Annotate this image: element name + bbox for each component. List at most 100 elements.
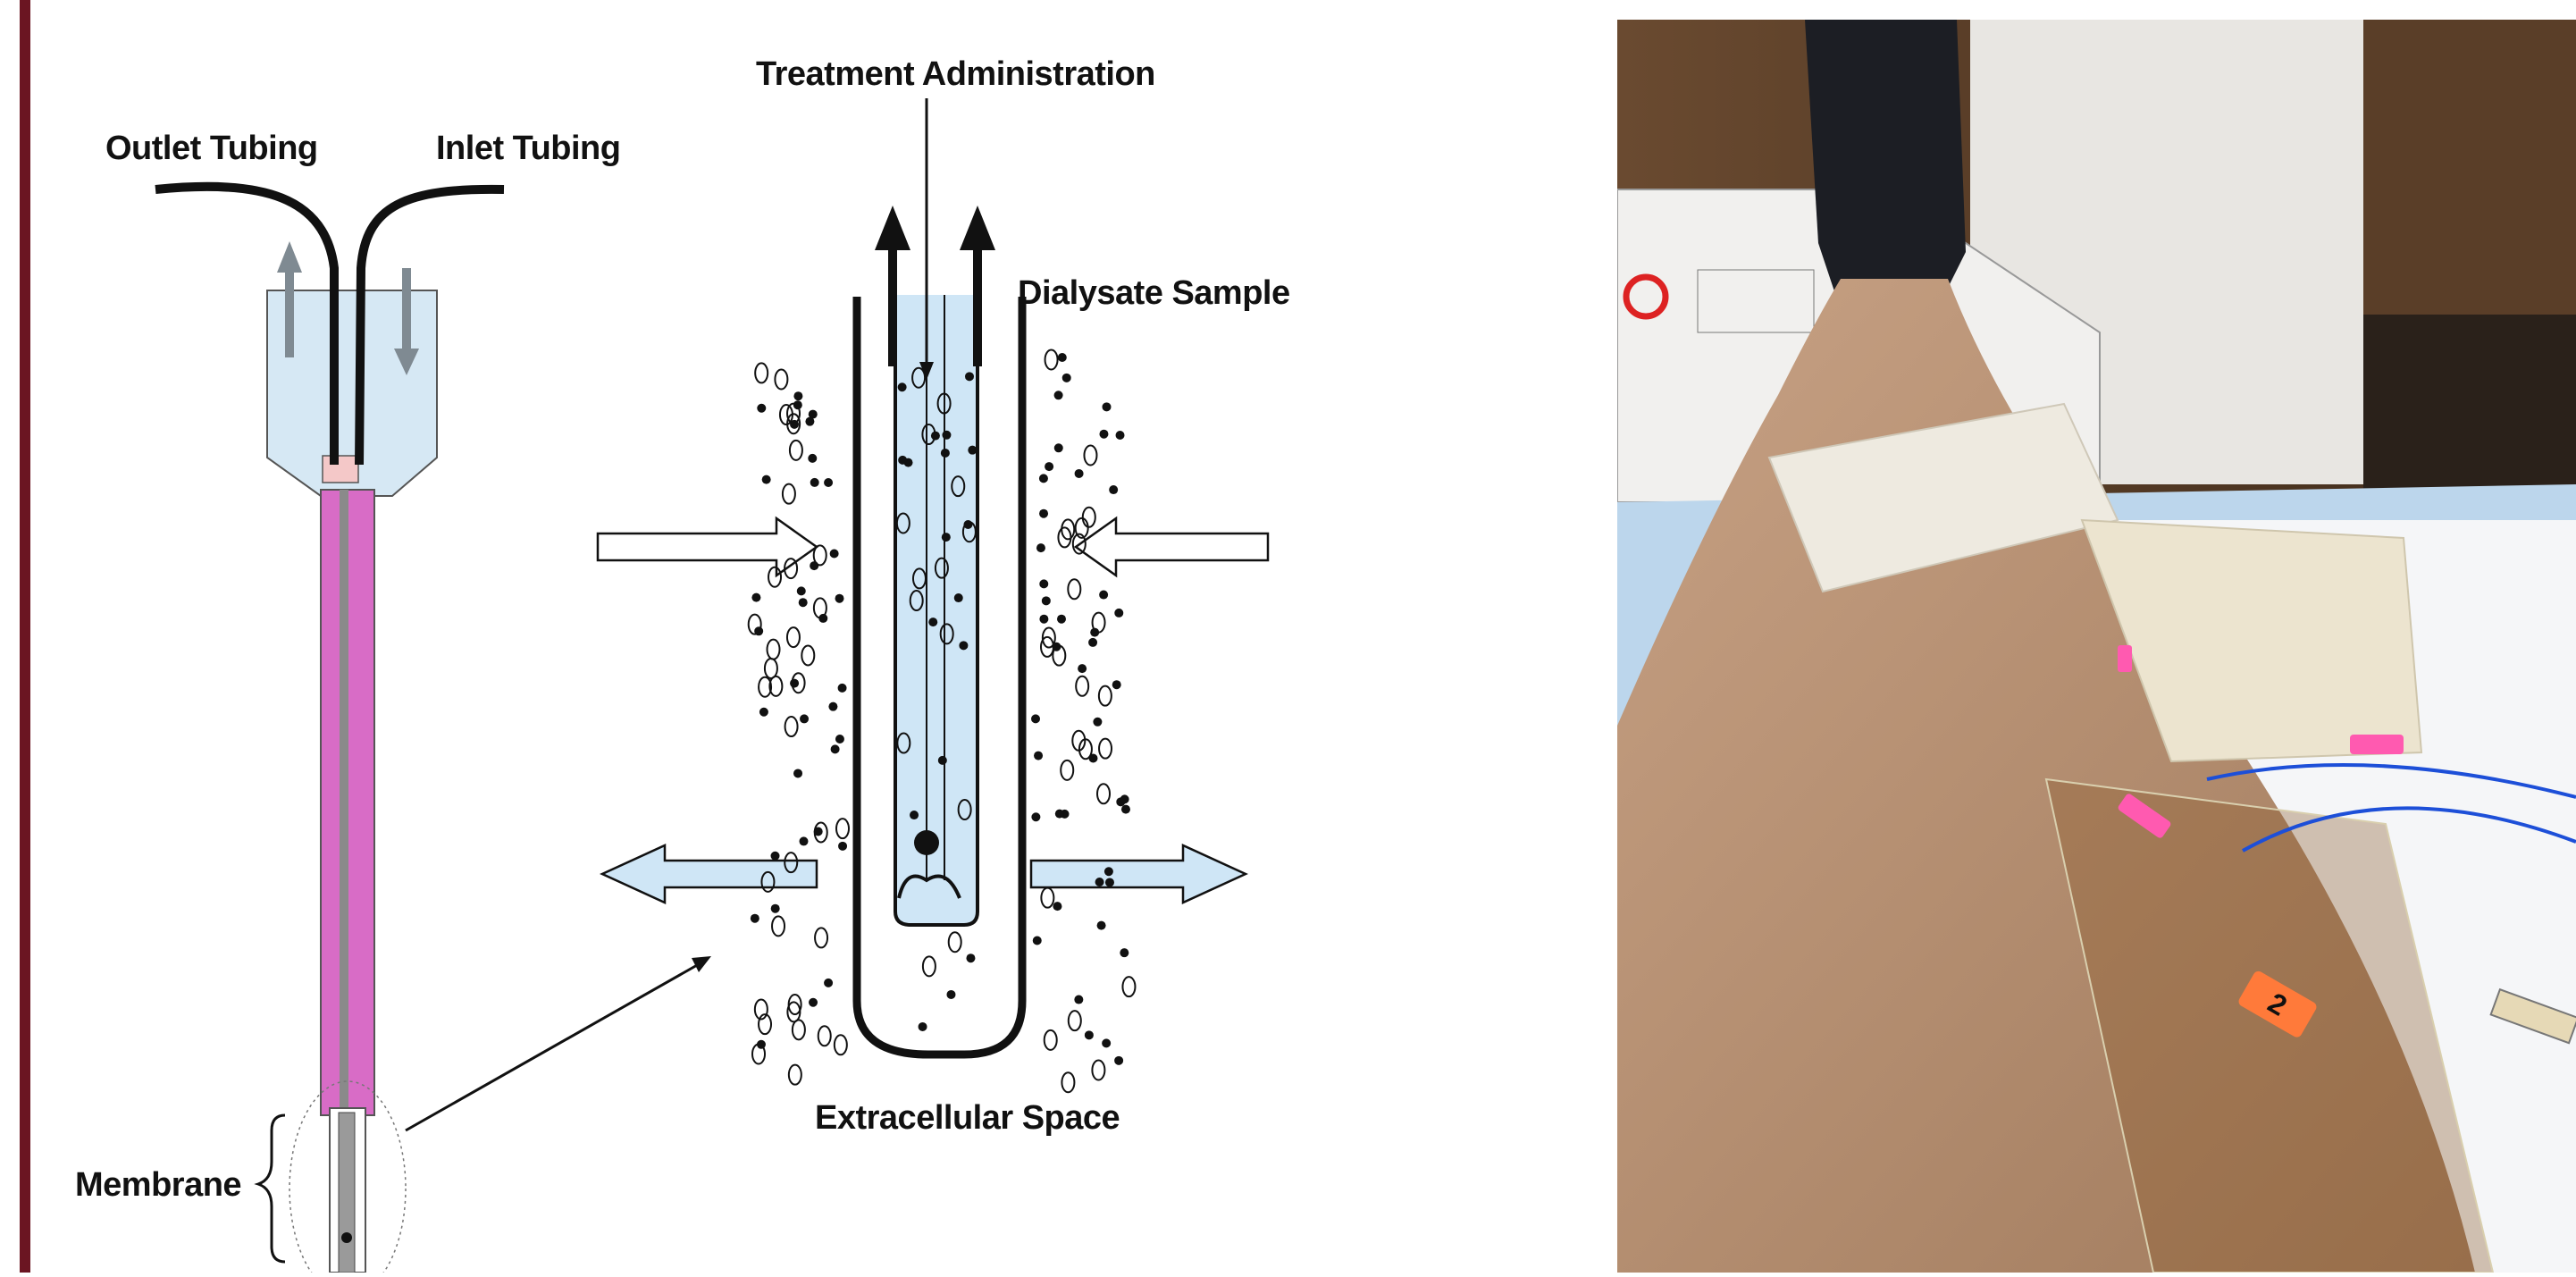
label-dialysate-sample: Dialysate Sample bbox=[1018, 274, 1290, 313]
particle-dot bbox=[757, 1040, 766, 1049]
particle-ring bbox=[793, 1020, 805, 1039]
particle-ring bbox=[1122, 977, 1135, 996]
particle-dot bbox=[830, 550, 839, 559]
particle-dot bbox=[793, 391, 802, 400]
membrane-hole bbox=[341, 1232, 352, 1243]
particle-dot bbox=[938, 756, 947, 765]
particle-ring bbox=[1045, 1030, 1057, 1050]
particle-dot bbox=[1057, 615, 1066, 624]
particle-ring bbox=[785, 717, 798, 736]
particle-dot bbox=[771, 904, 780, 913]
particle-dot bbox=[809, 998, 818, 1007]
outward-arrow-right bbox=[1031, 845, 1246, 903]
particle-ring bbox=[768, 640, 780, 660]
particle-dot bbox=[808, 454, 817, 463]
particle-ring bbox=[1061, 760, 1073, 780]
particle-dot bbox=[898, 382, 907, 391]
probe-seal bbox=[323, 456, 358, 483]
particle-dot bbox=[1054, 443, 1063, 452]
particle-dot bbox=[1054, 391, 1063, 399]
particle-dot bbox=[751, 593, 760, 602]
particle-dot bbox=[1075, 469, 1084, 478]
particle-ring bbox=[1069, 1011, 1081, 1030]
particle-dot bbox=[1062, 374, 1071, 382]
particle-ring bbox=[836, 819, 849, 838]
particle-dot bbox=[824, 478, 833, 487]
particle-dot bbox=[1042, 596, 1051, 605]
particle-dot bbox=[838, 842, 847, 851]
particle-dot bbox=[793, 769, 802, 777]
particle-ring bbox=[1092, 1060, 1104, 1080]
particle-dot bbox=[800, 714, 809, 723]
particle-ring bbox=[814, 545, 827, 565]
particle-ring bbox=[818, 1026, 831, 1046]
particle-dot bbox=[790, 679, 799, 688]
particle-dot bbox=[1031, 714, 1040, 723]
particle-dot bbox=[805, 417, 814, 426]
particle-ring bbox=[949, 932, 961, 952]
particle-dot bbox=[754, 626, 763, 635]
label-treatment-administration: Treatment Administration bbox=[756, 55, 1155, 94]
zoom-pointer-head bbox=[692, 956, 711, 972]
particle-dot bbox=[1085, 1030, 1094, 1039]
label-membrane: Membrane bbox=[75, 1166, 241, 1205]
particle-dot bbox=[828, 702, 837, 711]
knee-photo-svg: 2 bbox=[1617, 20, 2576, 1273]
particle-dot bbox=[1055, 810, 1064, 819]
particle-dot bbox=[919, 1022, 927, 1031]
particle-dot bbox=[942, 431, 951, 440]
particle-ring bbox=[835, 1035, 847, 1054]
particle-dot bbox=[1116, 431, 1125, 440]
particle-ring bbox=[815, 928, 827, 947]
particle-dot bbox=[1074, 996, 1083, 1004]
particle-dot bbox=[946, 990, 955, 999]
particle-ring bbox=[787, 627, 800, 647]
particle-dot bbox=[759, 708, 768, 717]
particle-dot bbox=[965, 372, 974, 381]
particle-dot bbox=[751, 914, 759, 923]
particle-dot bbox=[1112, 680, 1121, 689]
particle-dot bbox=[1039, 509, 1048, 518]
particle-ring bbox=[783, 484, 795, 504]
particle-ring bbox=[801, 645, 814, 665]
particle-ring bbox=[1041, 888, 1053, 908]
particle-dot bbox=[799, 598, 808, 607]
particle-dot bbox=[1099, 591, 1108, 600]
particle-ring bbox=[1093, 613, 1105, 633]
particle-dot bbox=[771, 852, 780, 861]
particle-dot bbox=[898, 456, 907, 465]
particle-dot bbox=[1104, 867, 1113, 876]
diagram-svg bbox=[30, 0, 1549, 1273]
particle-dot bbox=[931, 432, 940, 441]
particle-ring bbox=[768, 567, 781, 587]
particle-dot bbox=[1039, 615, 1048, 624]
particle-dot bbox=[1058, 353, 1067, 362]
particle-dot bbox=[838, 684, 847, 693]
particle-dot bbox=[1031, 812, 1040, 821]
particle-dot bbox=[966, 954, 975, 962]
particle-dot bbox=[757, 404, 766, 413]
particle-ring bbox=[1099, 739, 1112, 759]
particle-dot bbox=[810, 478, 819, 487]
particle-dot bbox=[797, 586, 806, 595]
outward-arrow-left bbox=[602, 845, 817, 903]
particle-dot bbox=[941, 449, 950, 458]
particle-dot bbox=[942, 533, 951, 542]
knee-photo: 2 bbox=[1617, 20, 2576, 1273]
particle-ring bbox=[1083, 508, 1095, 527]
label-inlet-tubing: Inlet Tubing bbox=[436, 130, 620, 168]
particle-dot bbox=[1088, 638, 1097, 647]
particle-ring bbox=[775, 369, 787, 389]
particle-dot bbox=[831, 744, 840, 753]
zoom-pointer bbox=[406, 961, 705, 1130]
particle-ring bbox=[1099, 686, 1112, 706]
particle-ring bbox=[814, 598, 827, 617]
particle-dot bbox=[1102, 402, 1111, 411]
particle-dot bbox=[1121, 805, 1130, 814]
particle-ring bbox=[1045, 349, 1058, 369]
particle-ring bbox=[1084, 445, 1096, 465]
page-frame bbox=[0, 0, 11, 1273]
particle-dot bbox=[799, 836, 808, 845]
particle-dot bbox=[810, 561, 818, 570]
pink-connector-1 bbox=[2350, 735, 2404, 754]
